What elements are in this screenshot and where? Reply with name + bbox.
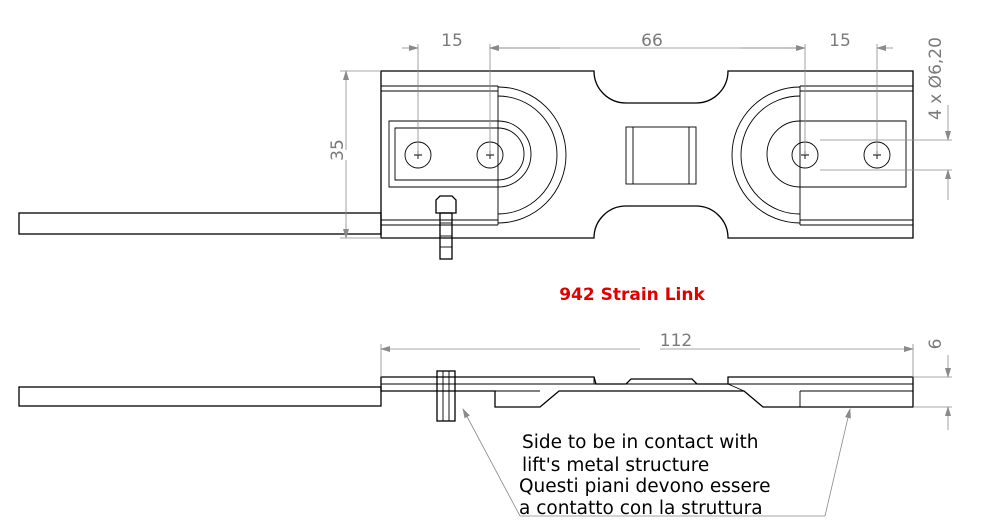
cable-top [18,212,382,235]
overall-length-dim: 112 [660,331,692,351]
left-pitch-dim: 15 [441,31,463,51]
strain-gauge-window [625,126,697,185]
right-pitch-dim: 15 [829,31,851,51]
center-span-dim: 66 [641,31,663,51]
drawing-title: 942 Strain Link [559,285,705,305]
cable-gland-top [435,195,457,260]
top-view [18,70,914,260]
link-body-outline [380,70,914,239]
thickness-dim: 6 [926,339,946,350]
top-dimensions: 15 66 15 35 4 x Ø6,20 [328,31,952,239]
contact-note: Side to be in contact with lift's metal … [462,408,851,519]
note-line-1: Side to be in contact with [522,432,758,453]
note-line-3: Questi piani devono essere [519,476,770,497]
hole-spec-dim: 4 x Ø6,20 [926,37,946,120]
side-view [18,370,914,422]
note-line-4: a contatto con la struttura [519,498,763,519]
mounting-holes [404,141,891,169]
height-dim: 35 [328,139,348,161]
side-dimensions: 112 6 [380,331,952,430]
cable-gland-side [436,370,456,422]
link-side-outline [380,376,914,408]
right-u-groove [731,86,801,224]
cable-side [18,386,382,407]
note-line-2: lift's metal structure [522,455,709,476]
left-u-groove [497,86,567,224]
